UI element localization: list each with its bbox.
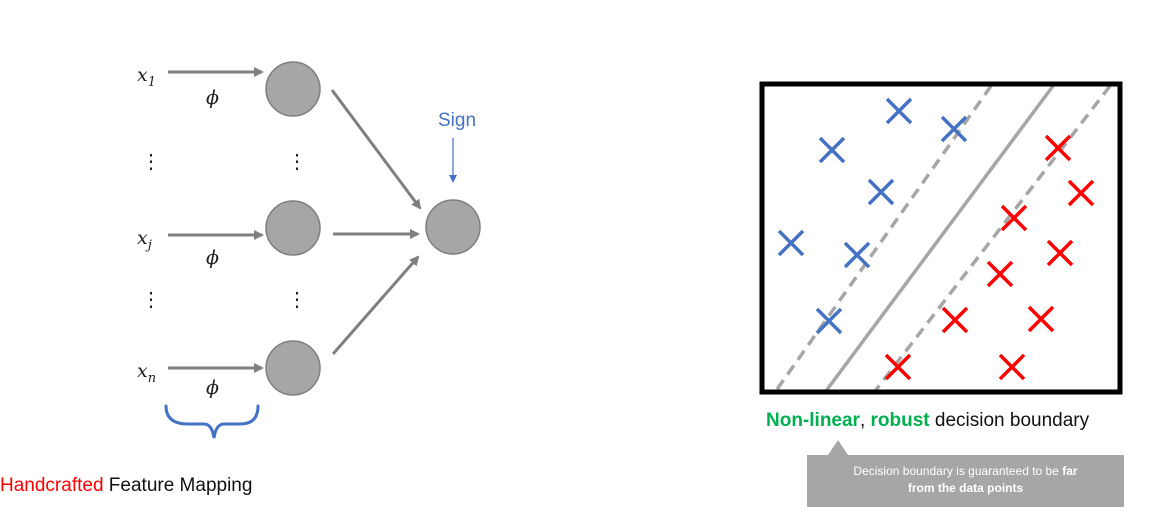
caption-handcrafted: Handcrafted [0,475,104,496]
red-point [998,353,1026,381]
red-point [884,353,912,381]
connection-arrow-1 [330,89,422,210]
caption-non-linear: Non-linear [766,410,860,431]
red-point [1000,204,1028,232]
ellipsis-inputs-bottom: ⋮ [141,289,161,311]
blue-point [777,229,805,257]
input-xn: xn [137,360,156,386]
phi-label-n: ϕ [206,377,219,399]
tooltip-data-points: from the data points [907,481,1024,495]
blue-point [815,307,843,335]
red-point [1046,239,1074,267]
feature-mapping-brace [164,404,260,439]
caption-separator: , [859,410,871,431]
feature-node-j [265,200,321,256]
ellipsis-inputs-top: ⋮ [141,151,161,173]
caption-feature-mapping: Feature Mapping [103,475,253,496]
decision-boundary-plot [759,81,1123,395]
output-node [425,199,481,255]
tooltip-far: far [1062,464,1078,478]
sign-label: Sign [438,110,476,131]
red-point [1044,134,1072,162]
blue-point [940,115,968,143]
margin-line-left [774,86,993,390]
blue-point [867,178,895,206]
feature-node-n [265,340,321,396]
ellipsis-nodes-top: ⋮ [287,151,307,173]
ellipsis-nodes-bottom: ⋮ [287,289,307,311]
blue-point [843,241,871,269]
tooltip-text: Decision boundary is guaranteed to be [853,464,1063,478]
decision-boundary-line [824,86,1055,390]
feature-mapping-caption: Handcrafted Feature Mapping [0,475,252,497]
network-diagram: x1 xj xn ϕ ϕ ϕ ⋮ ⋮ ⋮ ⋮ Sign [137,61,481,439]
margin-tooltip: Decision boundary is guaranteed to be fa… [807,455,1124,507]
phi-label-j: ϕ [206,247,219,269]
red-point [1027,305,1055,333]
blue-point [818,136,846,164]
blue-point [885,97,913,125]
red-class-points [884,134,1095,381]
red-point [1067,179,1095,207]
decision-boundary-caption: Non-linear, robust decision boundary [766,410,1089,432]
input-xj: xj [137,227,152,253]
connection-arrow-n [331,255,420,355]
phi-label-1: ϕ [206,87,219,109]
caption-decision-boundary: decision boundary [929,410,1090,431]
feature-node-1 [265,61,321,117]
input-x1: x1 [137,64,156,90]
blue-class-points [777,97,968,335]
tooltip-pointer [828,440,848,455]
red-point [986,260,1014,288]
caption-robust: robust [870,410,930,431]
red-point [941,306,969,334]
margin-line-right [873,86,1112,390]
plot-frame [759,81,1123,395]
